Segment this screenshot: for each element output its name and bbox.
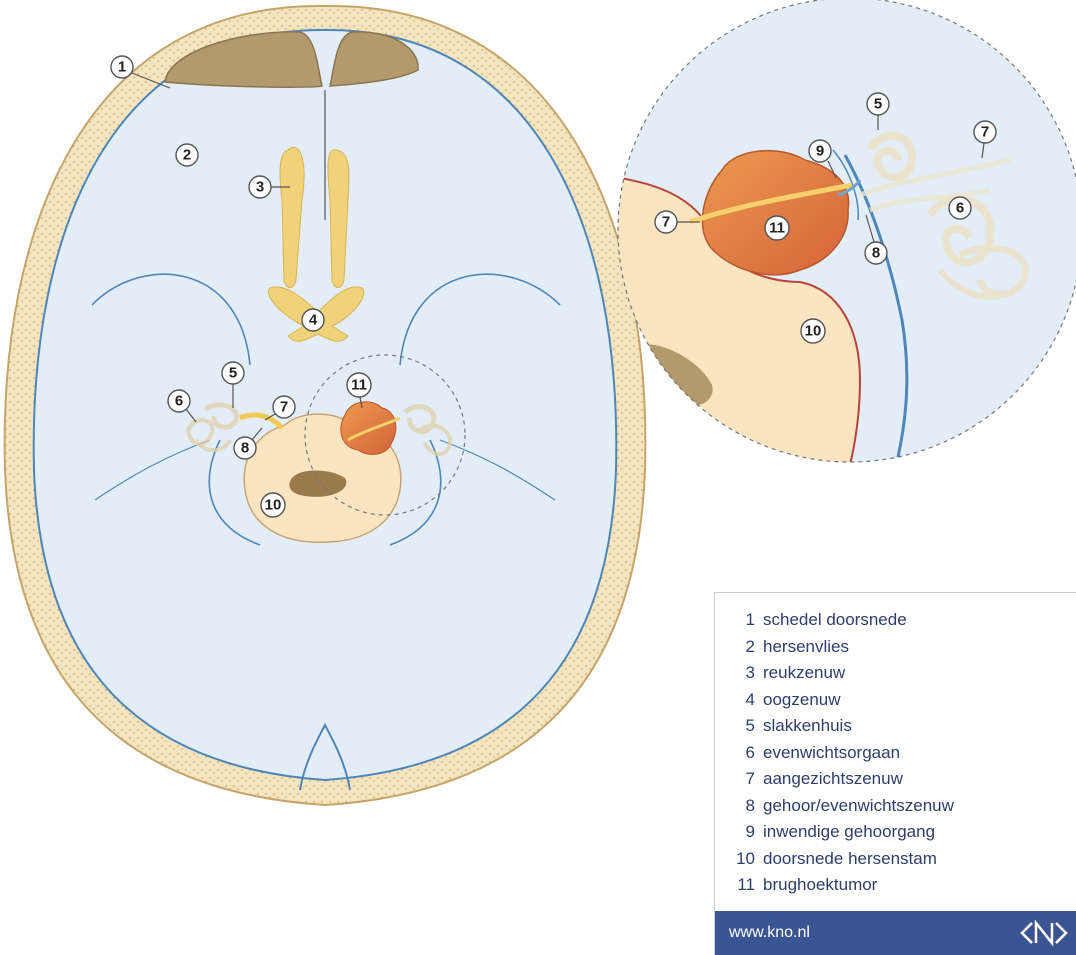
legend-item: 1 schedel doorsnede [733, 607, 1076, 634]
legend-item: 6 evenwichtsorgaan [733, 740, 1076, 767]
legend-label: evenwichtsorgaan [763, 743, 900, 762]
zoom-callout-7b: 7 [981, 124, 989, 141]
callout-10: 10 [265, 497, 282, 514]
zoom-callout-7a: 7 [662, 214, 670, 231]
legend-item: 10 doorsnede hersenstam [733, 846, 1076, 873]
callout-1: 1 [118, 59, 126, 76]
legend-panel: 1 schedel doorsnede 2 hersenvlies 3 reukzen… [714, 592, 1076, 955]
zoom-callout-6: 6 [956, 200, 964, 217]
callout-11: 11 [351, 377, 367, 394]
callout-8: 8 [241, 440, 249, 457]
legend-number: 4 [733, 687, 755, 714]
legend-number: 5 [733, 713, 755, 740]
legend-label: aangezichtszenuw [763, 769, 903, 788]
legend-label: gehoor/evenwichtszenuw [763, 796, 954, 815]
zoom-callout-5: 5 [874, 96, 882, 113]
legend-label: brughoektumor [763, 875, 877, 894]
zoom-callout-9: 9 [816, 143, 824, 160]
legend-label: inwendige gehoorgang [763, 822, 935, 841]
site-url[interactable]: www.kno.nl [729, 924, 810, 941]
skull-cross-section [5, 6, 646, 805]
legend-label: slakkenhuis [763, 716, 852, 735]
legend-number: 3 [733, 660, 755, 687]
legend-number: 11 [733, 872, 755, 899]
legend-label: reukzenuw [763, 663, 845, 682]
legend-label: doorsnede hersenstam [763, 849, 937, 868]
legend-list: 1 schedel doorsnede 2 hersenvlies 3 reukzen… [715, 593, 1076, 899]
legend-item: 4 oogzenuw [733, 687, 1076, 714]
legend-number: 6 [733, 740, 755, 767]
legend-label: oogzenuw [763, 690, 841, 709]
legend-number: 10 [733, 846, 755, 873]
callout-4: 4 [309, 312, 318, 329]
zoom-callout-11: 11 [769, 220, 785, 237]
legend-item: 2 hersenvlies [733, 634, 1076, 661]
tumor-main [341, 402, 396, 455]
legend-item: 8 gehoor/evenwichtszenuw [733, 793, 1076, 820]
legend-number: 8 [733, 793, 755, 820]
legend-number: 2 [733, 634, 755, 661]
zoom-callout-8: 8 [872, 245, 880, 262]
legend-item: 11 brughoektumor [733, 872, 1076, 899]
kno-logo-icon [1018, 919, 1070, 947]
legend-item: 7 aangezichtszenuw [733, 766, 1076, 793]
legend-number: 7 [733, 766, 755, 793]
zoom-detail: 5 6 7 7 8 9 10 11 [600, 0, 1076, 500]
callout-7: 7 [280, 399, 288, 416]
legend-number: 9 [733, 819, 755, 846]
callout-3: 3 [256, 179, 264, 196]
legend-number: 1 [733, 607, 755, 634]
legend-item: 5 slakkenhuis [733, 713, 1076, 740]
callout-5: 5 [229, 365, 237, 382]
legend-label: schedel doorsnede [763, 610, 907, 629]
legend-item: 3 reukzenuw [733, 660, 1076, 687]
legend-label: hersenvlies [763, 637, 849, 656]
legend-item: 9 inwendige gehoorgang [733, 819, 1076, 846]
callout-6: 6 [175, 393, 183, 410]
zoom-callout-10: 10 [805, 323, 822, 340]
legend-footer: www.kno.nl [715, 911, 1076, 955]
callout-2: 2 [183, 147, 191, 164]
